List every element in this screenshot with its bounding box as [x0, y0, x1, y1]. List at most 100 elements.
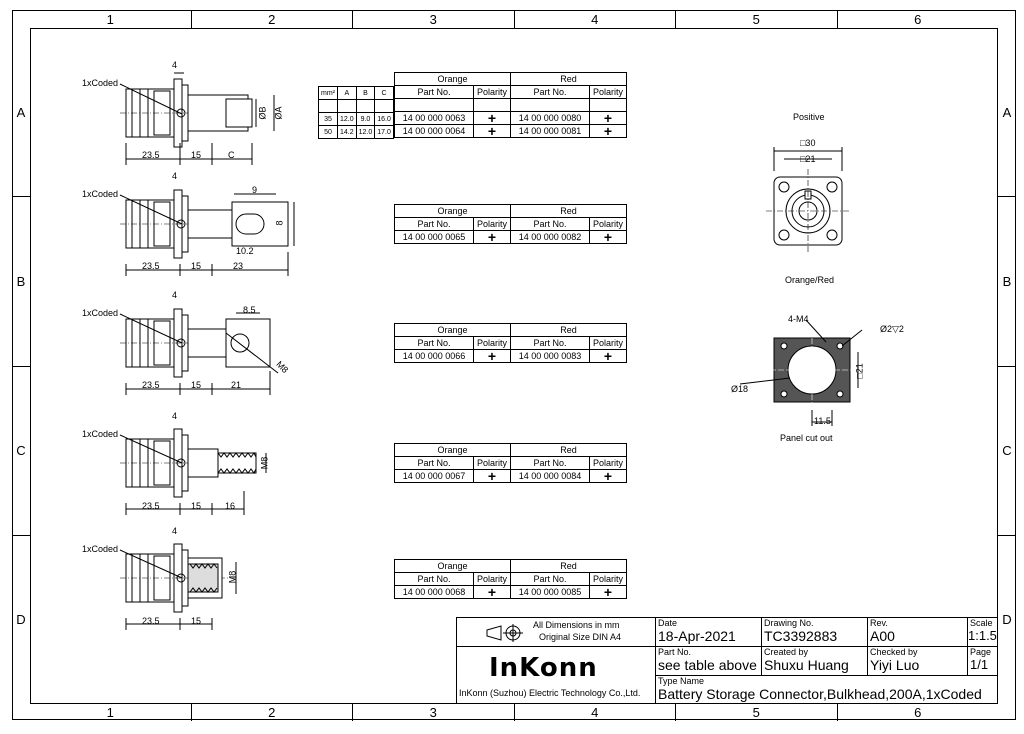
dim-label: 4	[172, 290, 178, 300]
date-cell: Date 18-Apr-2021	[656, 618, 762, 647]
created-caption: Created by	[764, 647, 809, 657]
red-header: Red	[510, 72, 628, 86]
checked-cell: Checked by Yiyi Luo	[868, 647, 968, 676]
rev-value: A00	[870, 628, 895, 644]
plus-polarity: +	[472, 585, 512, 599]
orange-part-number: 14 00 000 0065	[394, 230, 474, 244]
panel-cutout-label: Panel cut out	[780, 433, 833, 443]
dim-label: 23.5	[142, 261, 160, 271]
red-header: Red	[510, 204, 628, 218]
dim-label: □21	[854, 363, 865, 379]
drawing-no-caption: Drawing No.	[764, 618, 814, 628]
row-ruler-left: A B C D	[12, 28, 30, 704]
col-label: 3	[352, 11, 514, 28]
dim-label: 4	[172, 60, 178, 70]
dimension-table: mm² A B C 35 12.0 9.0 16.0 50 14.2 12.0 …	[318, 86, 394, 139]
col-label: 6	[836, 11, 999, 28]
orange-header: Orange	[393, 559, 512, 573]
dim-label: 4	[172, 411, 178, 421]
column-ruler-top: 1 2 3 4 5 6	[30, 11, 998, 28]
title-block: All Dimensions in mm Original Size DIN A…	[456, 617, 998, 704]
rev-cell: Rev. A00	[868, 618, 968, 647]
dim-label: 15	[191, 616, 202, 626]
plus-polarity: +	[589, 469, 628, 483]
dim-header: C	[374, 86, 394, 100]
part-no-header: Part No.	[510, 85, 591, 99]
coded-label: 1xCoded	[82, 544, 119, 554]
orange-part-number: 14 00 000 0067	[394, 469, 474, 483]
dim-label: M8	[227, 570, 238, 584]
dim-label: 9	[252, 185, 258, 195]
part-no-header: Part No.	[510, 217, 591, 231]
dim-label: 10.2	[236, 246, 254, 256]
row-ruler-right: A B C D	[998, 28, 1016, 704]
col-label: 2	[190, 11, 353, 28]
dim-label: □21	[800, 154, 816, 164]
dim-label: 15	[191, 501, 202, 511]
dim-label: Ø18	[731, 384, 749, 394]
row-label: A	[1002, 104, 1012, 120]
red-header: Red	[510, 559, 628, 573]
plus-polarity: +	[472, 230, 512, 244]
dim-label: 15	[191, 261, 202, 271]
projection-symbol-icon	[486, 624, 523, 642]
red-part-number: 14 00 000 0083	[510, 349, 591, 363]
red-header: Red	[510, 323, 628, 337]
plus-polarity: +	[472, 124, 512, 138]
created-value: Shuxu Huang	[764, 657, 849, 673]
coded-label: 1xCoded	[82, 78, 119, 88]
dim-label: 4	[172, 526, 178, 536]
dim-cell: 12.0	[337, 112, 357, 126]
dim-label: Ø2▽2	[880, 324, 904, 334]
part-no-header: Part No.	[394, 85, 474, 99]
row-label: B	[998, 196, 1016, 365]
polarity-header: Polarity	[472, 85, 512, 99]
rev-caption: Rev.	[870, 618, 888, 628]
logo-cell: InKonn InKonn (Suzhou) Electric Technolo…	[457, 647, 656, 704]
red-part-number: 14 00 000 0082	[510, 230, 591, 244]
row-label: C	[12, 365, 30, 535]
scale-cell: Scale 1:1.5	[968, 618, 998, 647]
col-label: 2	[190, 704, 353, 721]
column-ruler-bottom: 1 2 3 4 5 6	[30, 704, 998, 721]
dim-cell: 50	[318, 125, 338, 139]
part-no-header: Part No.	[510, 572, 591, 586]
dimension-note-cell: All Dimensions in mm Original Size DIN A…	[457, 618, 656, 647]
part-no-caption: Part No.	[658, 647, 692, 657]
dim-label: 23.5	[142, 380, 160, 390]
coded-label: 1xCoded	[82, 308, 119, 318]
date-caption: Date	[658, 618, 678, 628]
dim-label: 23.5	[142, 501, 160, 511]
plus-polarity: +	[472, 469, 512, 483]
red-part-number: 14 00 000 0080	[510, 111, 591, 125]
scale-caption: Scale	[970, 618, 993, 628]
dim-label: ØB	[257, 106, 268, 120]
col-label: 6	[836, 704, 999, 721]
dim-label: M8	[259, 456, 270, 470]
drawing-no-cell: Drawing No. TC3392883	[762, 618, 868, 647]
row-label: B	[12, 196, 30, 365]
col-label: 5	[675, 11, 837, 28]
row-label: A	[16, 104, 26, 120]
plus-polarity: +	[589, 349, 628, 363]
positive-label: Positive	[793, 112, 825, 122]
company-logo: InKonn	[489, 653, 598, 683]
part-no-header: Part No.	[394, 572, 474, 586]
page-cell: Page 1/1	[968, 647, 998, 676]
checked-value: Yiyi Luo	[870, 657, 920, 673]
part-no-header: Part No.	[394, 217, 474, 231]
dim-header: A	[337, 86, 357, 100]
col-label: 4	[513, 11, 676, 28]
dim-label: 4	[172, 171, 178, 181]
coded-label: 1xCoded	[82, 429, 119, 439]
red-header: Red	[510, 443, 628, 457]
polarity-header: Polarity	[589, 85, 628, 99]
dim-cell: 35	[318, 112, 338, 126]
orange-red-label: Orange/Red	[785, 275, 835, 285]
plus-polarity: +	[589, 585, 628, 599]
dim-label: 11.5	[814, 416, 831, 426]
part-no-value: see table above	[658, 657, 757, 673]
